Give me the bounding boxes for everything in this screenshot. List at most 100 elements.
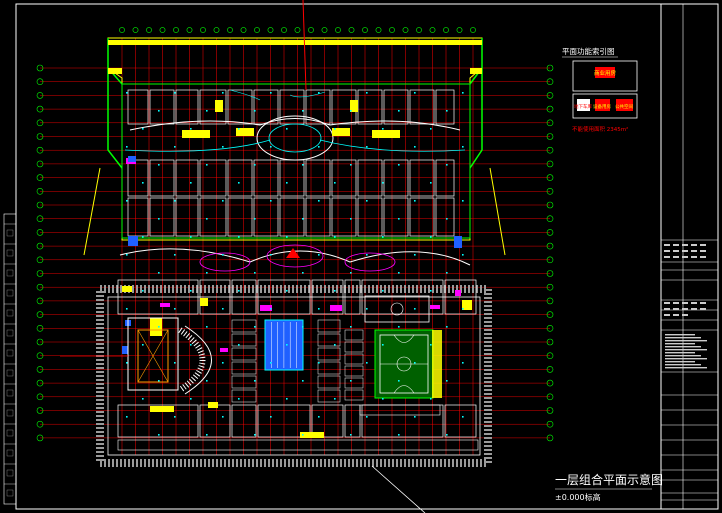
- axis-bubble-left: [36, 119, 44, 127]
- service-room: [317, 333, 341, 347]
- shop-unit-middle: [383, 159, 409, 197]
- blue-marker: [454, 236, 462, 248]
- shop-unit-top: [175, 89, 199, 125]
- title-block-text-line: [665, 349, 707, 351]
- axis-bubble-top: [200, 27, 206, 33]
- shop-unit-middle: [331, 159, 357, 197]
- column-point: [414, 362, 416, 364]
- column-point: [302, 326, 304, 328]
- title-block-glyph: [691, 250, 697, 252]
- column-point: [158, 380, 160, 382]
- title-block-glyph: [700, 302, 706, 304]
- axis-bubble-left: [36, 270, 44, 277]
- column-point: [238, 236, 240, 238]
- service-room: [231, 389, 257, 403]
- axis-bubble-top: [227, 27, 233, 33]
- legend-swatch-white: [577, 99, 590, 111]
- axis-bubble-left: [36, 324, 44, 332]
- shop-unit-bottom: [383, 197, 409, 237]
- column-grid-points: [126, 92, 464, 436]
- title-block-glyph: [700, 244, 706, 246]
- section-line-top: [302, 0, 307, 91]
- interior-rooms: [117, 89, 479, 451]
- column-point: [222, 308, 224, 310]
- column-point: [350, 164, 352, 166]
- column-point: [190, 398, 192, 400]
- column-point: [366, 416, 368, 418]
- column-point: [142, 182, 144, 184]
- title-block-text-line: [665, 346, 701, 348]
- column-point: [286, 236, 288, 238]
- legend-swatch-red: [595, 67, 615, 78]
- axis-bubble-left: [36, 146, 44, 154]
- column-point: [366, 92, 368, 94]
- column-point: [142, 344, 144, 346]
- column-point: [334, 344, 336, 346]
- title-block-text-line: [665, 334, 695, 336]
- service-room: [231, 347, 257, 361]
- column-point: [382, 128, 384, 130]
- shop-unit-bottom: [175, 197, 199, 237]
- column-point: [366, 200, 368, 202]
- escalator-block: [182, 130, 210, 138]
- column-point: [270, 92, 272, 94]
- column-point: [190, 128, 192, 130]
- escalator-block: [300, 432, 324, 438]
- title-block-glyph: [664, 250, 670, 252]
- column-point: [206, 218, 208, 220]
- column-point: [238, 344, 240, 346]
- column-point: [190, 236, 192, 238]
- title-block-glyph: [691, 308, 697, 310]
- column-point: [270, 416, 272, 418]
- column-point: [206, 434, 208, 436]
- column-point: [302, 272, 304, 274]
- column-point: [286, 398, 288, 400]
- column-point: [334, 290, 336, 292]
- axis-bubble-left: [36, 338, 44, 346]
- title-block-glyph: [664, 302, 670, 304]
- column-point: [190, 344, 192, 346]
- title-block-glyph: [682, 256, 688, 258]
- axis-bubble-right: [546, 201, 554, 209]
- axis-bubble-top: [119, 27, 125, 33]
- column-point: [238, 182, 240, 184]
- axis-bubble-left: [36, 434, 44, 442]
- escalator-block: [208, 402, 218, 408]
- column-point: [382, 236, 384, 238]
- column-point: [126, 146, 128, 148]
- legend-frame: [572, 60, 638, 92]
- shop-unit-middle: [149, 159, 175, 197]
- axis-bubble-left: [36, 366, 44, 373]
- axis-bubble-right: [546, 379, 554, 387]
- escalator-block: [108, 68, 122, 74]
- axis-bubble-left: [36, 229, 44, 236]
- room-lower-bottom: [117, 404, 199, 438]
- ruler-glyph: [6, 269, 14, 277]
- room-lower-top: [361, 279, 444, 315]
- ruler-glyph: [6, 489, 14, 497]
- column-point: [158, 434, 160, 436]
- column-point: [174, 308, 176, 310]
- axis-bubble-top: [362, 27, 368, 33]
- column-point: [158, 164, 160, 166]
- column-point: [254, 434, 256, 436]
- axis-bubble-right: [546, 311, 554, 318]
- axis-bubble-left: [36, 283, 44, 291]
- service-room: [317, 389, 341, 403]
- magenta-marker: [330, 305, 342, 311]
- column-point: [142, 236, 144, 238]
- axis-bubble-left: [36, 201, 44, 209]
- axis-bubble-top: [308, 27, 314, 33]
- room-lower-top: [344, 279, 361, 315]
- ruler-glyph: [6, 369, 14, 377]
- shop-unit-bottom: [357, 197, 383, 237]
- axis-bubble-top: [429, 27, 436, 33]
- drawing-title: 一层组合平面示意图: [555, 472, 663, 487]
- axis-bubble-left: [36, 407, 44, 414]
- column-point: [318, 362, 320, 364]
- title-block-text-line: [665, 343, 695, 345]
- axis-bubble-top: [456, 27, 463, 33]
- service-room: [344, 377, 364, 389]
